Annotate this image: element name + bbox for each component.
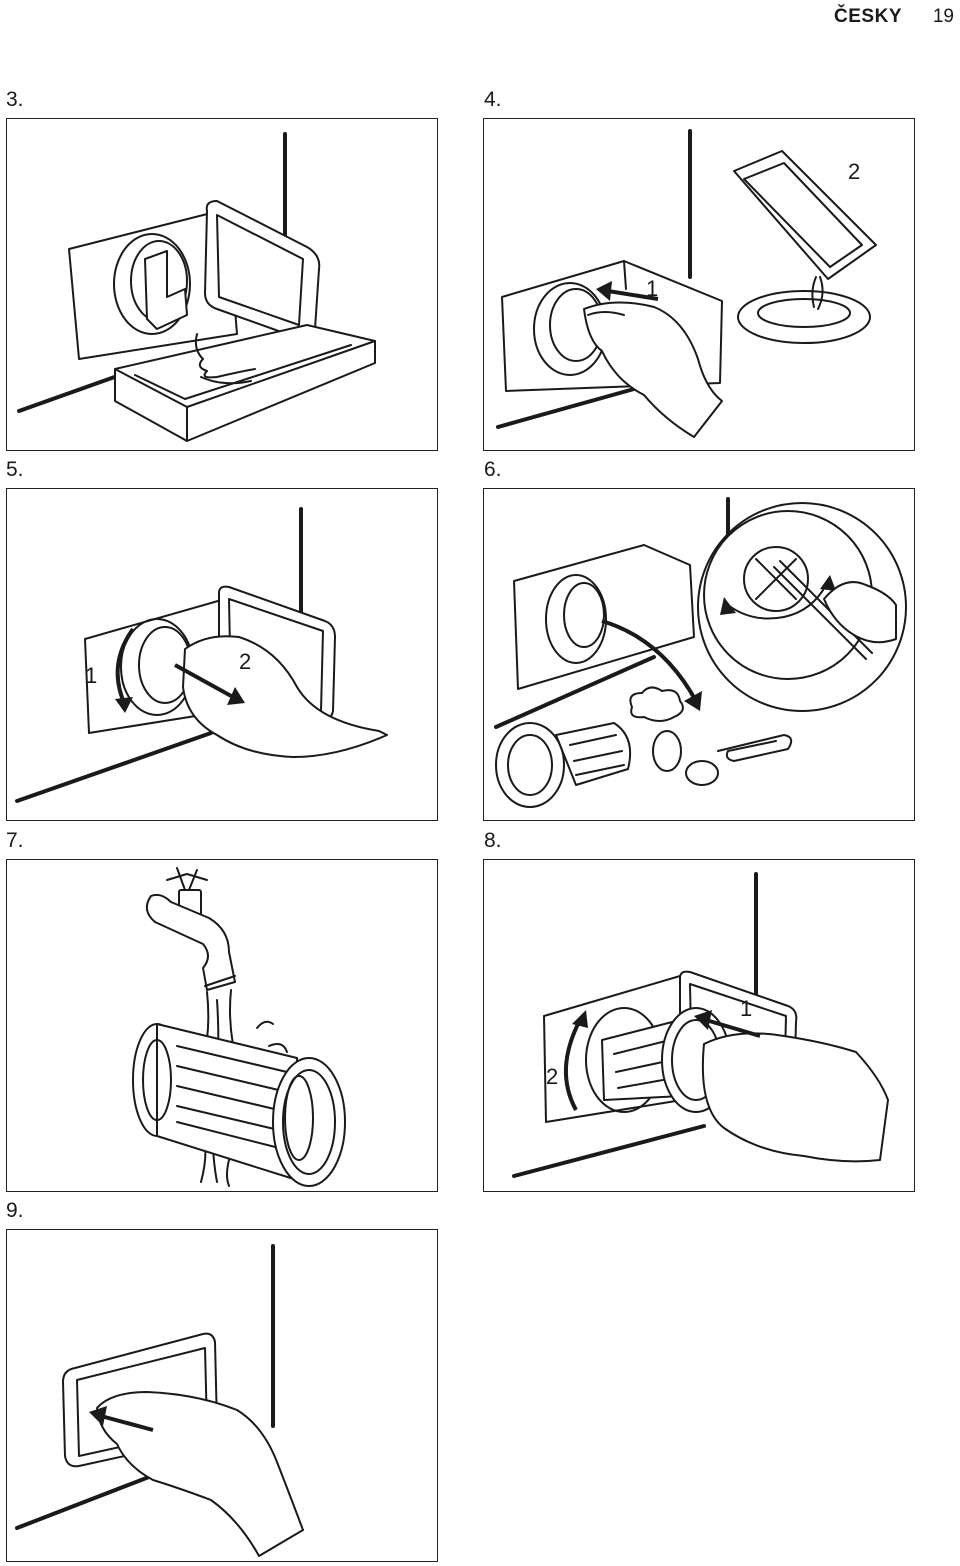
step-number-4: 4. (484, 88, 502, 111)
illustration-step-6 (483, 488, 915, 821)
step-number-8: 8. (484, 829, 502, 852)
illustration-step-5: 1 2 (6, 488, 438, 821)
illustration-step-3 (6, 118, 438, 451)
callout-1: 1 (646, 276, 659, 301)
illustration-step-9 (6, 1229, 438, 1562)
illustration-step-7 (6, 859, 438, 1192)
callout-2: 2 (848, 159, 861, 184)
language-label: ČESKY (834, 6, 902, 27)
step-number-5: 5. (6, 458, 24, 481)
illustration-step-4: 1 2 (483, 118, 915, 451)
step-number-7: 7. (6, 829, 24, 852)
callout-2: 2 (239, 649, 252, 674)
callout-1: 1 (740, 996, 753, 1021)
callout-1: 1 (85, 663, 98, 688)
callout-2: 2 (546, 1064, 559, 1089)
illustration-step-8: 1 2 (483, 859, 915, 1192)
step-number-9: 9. (6, 1199, 24, 1222)
step-number-6: 6. (484, 458, 502, 481)
step-number-3: 3. (6, 88, 24, 111)
page-number: 19 (932, 6, 954, 27)
